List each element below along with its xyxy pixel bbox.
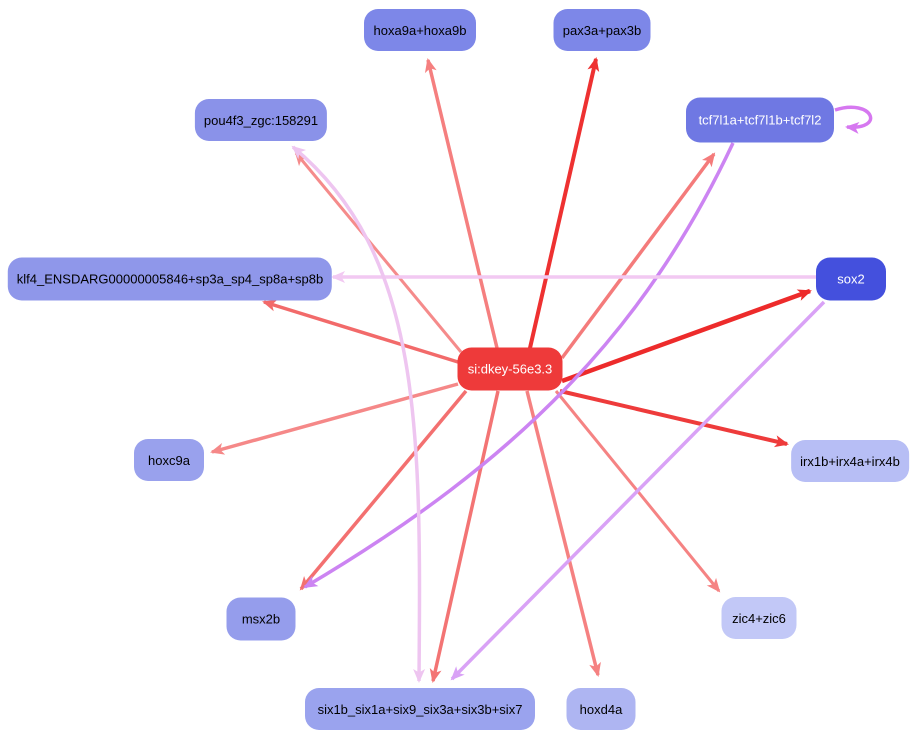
edge-sidkey-to-sox2[interactable] — [561, 288, 812, 384]
node-sidkey[interactable]: si:dkey-56e3.3 — [457, 347, 563, 391]
edge-sidkey-to-tcf7l1a[interactable] — [560, 152, 716, 360]
node-label: six1b_six1a+six9_six3a+six3b+six7 — [317, 701, 523, 717]
node-label: hoxa9a+hoxa9b — [373, 22, 467, 38]
node-msx2b[interactable]: msx2b — [226, 597, 296, 641]
edge-sidkey-to-six1b[interactable] — [429, 390, 500, 683]
edge-sox2-to-six1b[interactable] — [450, 300, 826, 681]
node-tcf7l1a[interactable]: tcf7l1a+tcf7l1b+tcf7l2 — [686, 97, 834, 143]
edge-sidkey-to-pax3a[interactable] — [528, 57, 600, 349]
node-hoxc9a[interactable]: hoxc9a — [134, 439, 204, 481]
node-hoxa9a[interactable]: hoxa9a+hoxa9b — [364, 9, 476, 51]
edge-sidkey-to-hoxa9a[interactable] — [424, 58, 499, 349]
edge-sidkey-to-irx1b[interactable] — [559, 389, 789, 448]
node-label: sox2 — [837, 271, 865, 287]
node-label: si:dkey-56e3.3 — [467, 361, 553, 377]
node-six1b[interactable]: six1b_six1a+six9_six3a+six3b+six7 — [305, 688, 535, 730]
node-label: hoxc9a — [148, 452, 190, 468]
node-label: tcf7l1a+tcf7l1b+tcf7l2 — [698, 112, 822, 128]
node-pou4f3[interactable]: pou4f3_zgc:158291 — [194, 99, 328, 141]
node-label: pou4f3_zgc:158291 — [203, 112, 319, 128]
node-label: pax3a+pax3b — [562, 22, 642, 38]
node-label: irx1b+irx4a+irx4b — [800, 453, 900, 469]
node-label: zic4+zic6 — [732, 610, 786, 626]
node-klf4[interactable]: klf4_ENSDARG00000005846+sp3a_sp4_sp8a+sp… — [7, 257, 333, 301]
edge-sidkey-to-pou4f3[interactable] — [294, 151, 463, 353]
edge-tcf7l1a-to-tcf7l1a[interactable] — [834, 105, 873, 134]
edge-sidkey-to-hoxc9a[interactable] — [210, 382, 459, 455]
edge-sidkey-to-hoxd4a[interactable] — [525, 390, 601, 677]
node-label: msx2b — [241, 611, 281, 627]
node-hoxd4a[interactable]: hoxd4a — [566, 688, 636, 730]
node-label: klf4_ENSDARG00000005846+sp3a_sp4_sp8a+sp… — [16, 271, 324, 287]
node-sox2[interactable]: sox2 — [816, 257, 886, 301]
node-label: hoxd4a — [579, 701, 623, 717]
node-pax3a[interactable]: pax3a+pax3b — [553, 9, 651, 51]
node-zic4[interactable]: zic4+zic6 — [721, 597, 797, 639]
edge-pou4f3-to-six1b[interactable] — [291, 145, 426, 683]
node-irx1b[interactable]: irx1b+irx4a+irx4b — [791, 440, 909, 482]
